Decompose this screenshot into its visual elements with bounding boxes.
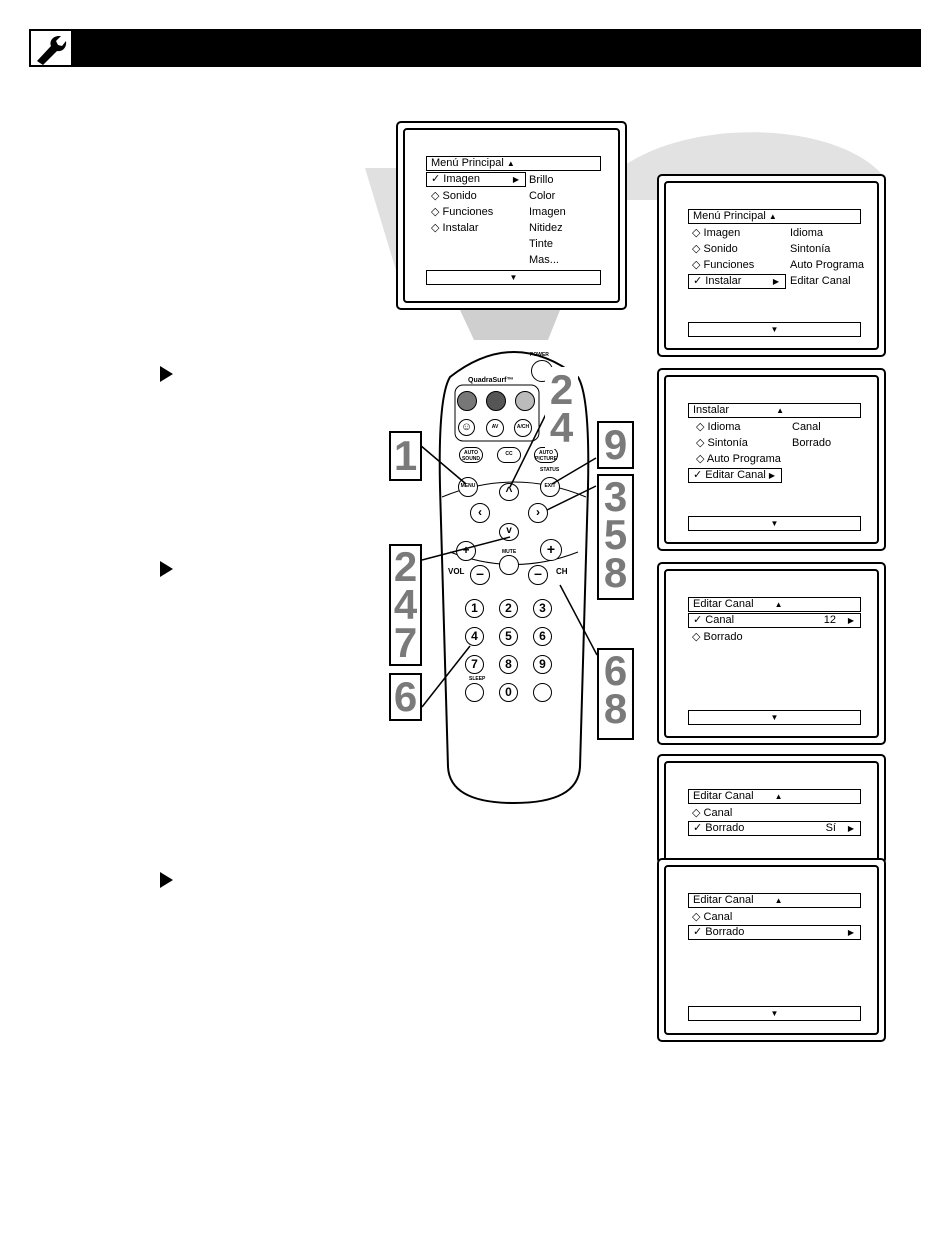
digit-8-button[interactable]: 8: [499, 655, 518, 674]
digit-7-button[interactable]: 7: [465, 655, 484, 674]
callout-1: 1: [389, 431, 422, 481]
menu-item: ◇ Funciones: [431, 206, 494, 218]
submenu-item: Mas...: [529, 254, 559, 266]
menu-item: ◇ Auto Programa: [696, 453, 781, 465]
digit-0-button[interactable]: 0: [499, 683, 518, 702]
callout-3-5-8: 3 5 8: [597, 474, 634, 600]
av-button[interactable]: AV: [486, 419, 504, 437]
menu-item-selected: ✓ Instalar▶: [688, 274, 786, 289]
cursor-up-button[interactable]: ^: [499, 483, 519, 501]
digit-3-button[interactable]: 3: [533, 599, 552, 618]
wrench-icon: [29, 29, 73, 67]
callout-6-8: 6 8: [597, 648, 634, 740]
quadrasurf-label: QuadraSurf™: [468, 377, 514, 384]
submenu-item: Brillo: [529, 174, 554, 186]
color-button-3[interactable]: [515, 391, 535, 411]
menu-scroll-down: ▼: [688, 710, 861, 725]
status-label: STATUS: [540, 467, 560, 473]
ch-label: CH: [556, 567, 568, 576]
arrow-right-icon: [160, 561, 173, 577]
ch-up-button[interactable]: +: [540, 539, 562, 561]
menu-item: ◇ Sonido: [692, 243, 738, 255]
arrow-right-icon: [160, 872, 173, 888]
menu-item-selected: ✓ Imagen▶: [426, 172, 526, 187]
blank-button[interactable]: [533, 683, 552, 702]
menu-item: ◇ Canal: [692, 807, 733, 819]
header-bar: [29, 29, 921, 67]
submenu-item: Nitidez: [529, 222, 563, 234]
tv-screen-editar-canal: Instalar ▲ ◇ Idioma ◇ Sintonía ◇ Auto Pr…: [657, 368, 886, 551]
auto-sound-button[interactable]: AUTO SOUND: [459, 447, 483, 463]
tv-screen-borrado: Editar Canal ▲ ◇ Canal ✓ Borrado▶ ▼: [657, 858, 886, 1042]
callout-6: 6: [389, 673, 422, 721]
arrow-right-icon: [160, 366, 173, 382]
digit-4-button[interactable]: 4: [465, 627, 484, 646]
smiley-button[interactable]: ☺: [458, 419, 475, 436]
sleep-button[interactable]: [465, 683, 484, 702]
mute-button[interactable]: [499, 555, 519, 575]
digit-1-button[interactable]: 1: [465, 599, 484, 618]
sleep-label: SLEEP: [469, 676, 486, 682]
menu-scroll-down: ▼: [688, 1006, 861, 1021]
menu-item-selected: ✓ Borrado▶: [688, 925, 861, 940]
submenu-item: Tinte: [529, 238, 554, 250]
power-label: POWER: [530, 352, 549, 358]
tv-screen-main-menu: Menú Principal ▲ ✓ Imagen▶ ◇ Sonido ◇ Fu…: [396, 121, 627, 310]
menu-item: ◇ Borrado: [692, 631, 743, 643]
menu-scroll-down: ▼: [688, 516, 861, 531]
callout-2-4-7: 2 4 7: [389, 544, 422, 666]
digit-2-button[interactable]: 2: [499, 599, 518, 618]
submenu-item: Canal: [792, 421, 821, 433]
menu-title: Menú Principal ▲: [426, 156, 601, 171]
vol-label: VOL: [448, 567, 465, 576]
menu-title: Editar Canal ▲: [688, 597, 861, 612]
menu-item: ◇ Canal: [692, 911, 733, 923]
menu-item: ◇ Sonido: [431, 190, 477, 202]
submenu-item: Editar Canal: [790, 275, 851, 287]
menu-title: Editar Canal ▲: [688, 789, 861, 804]
menu-title: Editar Canal ▲: [688, 893, 861, 908]
digit-5-button[interactable]: 5: [499, 627, 518, 646]
cc-button[interactable]: CC: [497, 447, 521, 463]
vol-down-button[interactable]: –: [470, 565, 490, 585]
menu-item: ◇ Funciones: [692, 259, 755, 271]
ach-button[interactable]: A/CH: [514, 419, 532, 437]
submenu-item: Imagen: [529, 206, 566, 218]
submenu-item: Auto Programa: [790, 259, 864, 271]
menu-item-selected: ✓ Editar Canal▶: [688, 468, 782, 483]
color-button-1[interactable]: [457, 391, 477, 411]
tv-screen-instalar: Menú Principal ▲ ◇ Imagen ◇ Sonido ◇ Fun…: [657, 174, 886, 357]
callout-2-4: 2 4: [545, 367, 578, 449]
menu-title: Menú Principal ▲: [688, 209, 861, 224]
digit-6-button[interactable]: 6: [533, 627, 552, 646]
submenu-item: Borrado: [792, 437, 832, 449]
menu-item: ◇ Imagen: [692, 227, 741, 239]
remote-control: POWER QuadraSurf™ ☺ AV A/CH AUTO SOUND C…: [430, 337, 598, 807]
menu-scroll-down: ▼: [426, 270, 601, 285]
digit-9-button[interactable]: 9: [533, 655, 552, 674]
cursor-left-button[interactable]: ‹: [470, 503, 490, 523]
menu-item: ◇ Sintonía: [696, 437, 748, 449]
menu-item: ◇ Idioma: [696, 421, 741, 433]
mute-label: MUTE: [502, 549, 517, 555]
menu-item: ◇ Instalar: [431, 222, 479, 234]
menu-title: Instalar ▲: [688, 403, 861, 418]
ch-down-button[interactable]: –: [528, 565, 548, 585]
submenu-item: Idioma: [790, 227, 824, 239]
color-button-2[interactable]: [486, 391, 506, 411]
cursor-right-button[interactable]: ›: [528, 503, 548, 523]
callout-9: 9: [597, 421, 634, 469]
cursor-down-button[interactable]: v: [499, 523, 519, 541]
submenu-item: Sintonía: [790, 243, 831, 255]
submenu-item: Color: [529, 190, 556, 202]
menu-scroll-down: ▼: [688, 322, 861, 337]
